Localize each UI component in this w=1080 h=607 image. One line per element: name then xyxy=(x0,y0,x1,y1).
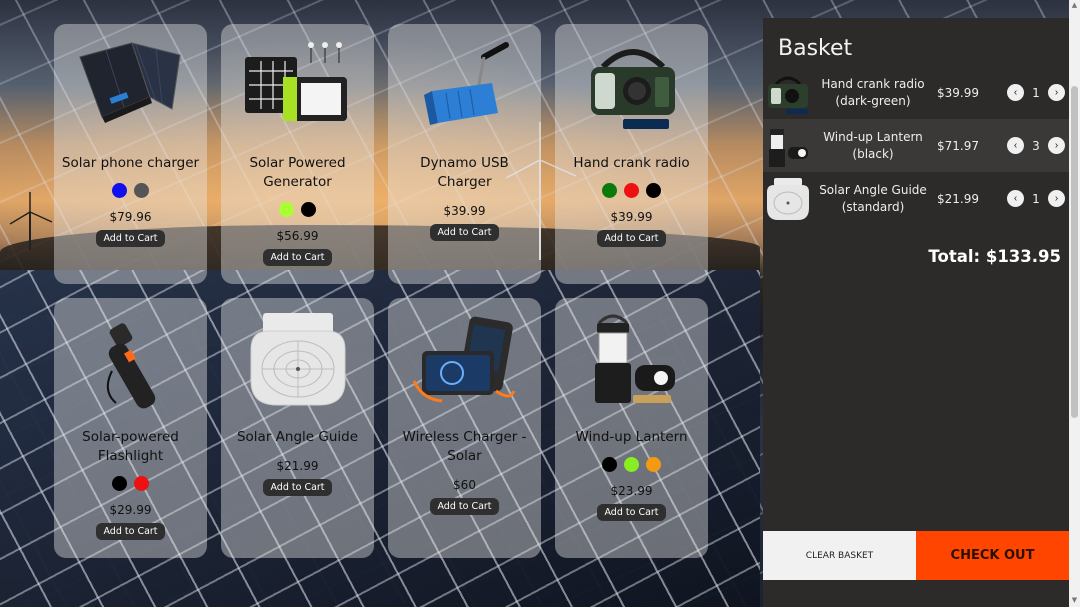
chevron-left-icon[interactable]: ‹ xyxy=(1007,84,1024,101)
product-name: Wind-up Lantern xyxy=(575,429,688,445)
product-name: Wireless Charger - Solar xyxy=(402,429,527,464)
lantern-icon xyxy=(572,306,692,416)
add-to-cart-button[interactable]: Add to Cart xyxy=(263,479,332,496)
color-swatch-green[interactable] xyxy=(624,457,639,472)
quantity-value: 3 xyxy=(1032,138,1040,153)
basket-item-price: $71.97 xyxy=(937,138,979,153)
color-swatch-green[interactable] xyxy=(279,202,294,217)
flashlight-icon xyxy=(71,306,191,416)
color-options xyxy=(112,476,149,491)
product-grid: Solar phone charger $79.96 Add to Cart xyxy=(54,24,708,558)
basket-item: Wind-up Lantern (black) $71.97 ‹ 3 › xyxy=(763,119,1069,172)
product-price: $79.96 xyxy=(109,210,152,224)
color-options xyxy=(602,457,661,472)
chevron-left-icon[interactable]: ‹ xyxy=(1007,190,1024,207)
color-swatch-black[interactable] xyxy=(646,183,661,198)
dynamo-charger-icon xyxy=(405,32,525,142)
chevron-right-icon[interactable]: › xyxy=(1048,137,1065,154)
basket-item: Hand crank radio (dark-green) $39.99 ‹ 1… xyxy=(763,66,1069,119)
add-to-cart-button[interactable]: Add to Cart xyxy=(597,504,666,521)
checkout-button[interactable]: CHECK OUT xyxy=(916,531,1069,580)
quantity-stepper: ‹ 1 › xyxy=(1007,190,1065,207)
chevron-right-icon[interactable]: › xyxy=(1048,190,1065,207)
color-swatch-orange[interactable] xyxy=(646,457,661,472)
color-options xyxy=(279,202,316,217)
generator-icon xyxy=(238,32,358,142)
chevron-right-icon[interactable]: › xyxy=(1048,84,1065,101)
product-price: $39.99 xyxy=(443,204,486,218)
add-to-cart-button[interactable]: Add to Cart xyxy=(597,230,666,247)
product-card: Solar phone charger $79.96 Add to Cart xyxy=(54,24,207,284)
basket-sidebar: Basket Hand crank radio (dark-green) $39… xyxy=(763,18,1069,607)
basket-item-price: $39.99 xyxy=(937,85,979,100)
quantity-value: 1 xyxy=(1032,85,1040,100)
scroll-down-icon[interactable]: ▼ xyxy=(1071,596,1078,604)
solar-panel-icon xyxy=(71,32,191,142)
product-price: $39.99 xyxy=(610,210,653,224)
radio-icon xyxy=(572,32,692,142)
scroll-up-icon[interactable]: ▲ xyxy=(1071,1,1078,9)
background-solar-panels xyxy=(0,270,760,607)
basket-title: Basket xyxy=(778,36,853,61)
color-swatch-black[interactable] xyxy=(602,457,617,472)
add-to-cart-button[interactable]: Add to Cart xyxy=(263,249,332,266)
product-card: Hand crank radio $39.99 Add to Cart xyxy=(555,24,708,284)
color-swatch-blue[interactable] xyxy=(112,183,127,198)
product-name: Solar phone charger xyxy=(61,155,200,171)
quantity-stepper: ‹ 1 › xyxy=(1007,84,1065,101)
product-name: Solar Angle Guide xyxy=(236,429,359,445)
add-to-cart-button[interactable]: Add to Cart xyxy=(96,230,165,247)
color-swatch-black[interactable] xyxy=(301,202,316,217)
color-swatch-red[interactable] xyxy=(624,183,639,198)
color-options xyxy=(602,183,661,198)
angle-guide-icon xyxy=(238,306,358,416)
basket-total: Total: $133.95 xyxy=(928,247,1061,266)
color-options xyxy=(112,183,149,198)
product-card: Dynamo USB Charger $39.99 Add to Cart xyxy=(388,24,541,284)
radio-icon xyxy=(763,68,813,118)
angle-guide-icon xyxy=(763,174,813,224)
basket-item-name: Wind-up Lantern (black) xyxy=(823,129,923,161)
color-swatch-dark-green[interactable] xyxy=(602,183,617,198)
color-swatch-gray[interactable] xyxy=(134,183,149,198)
product-card: Solar Angle Guide $21.99 Add to Cart xyxy=(221,298,374,558)
basket-item-price: $21.99 xyxy=(937,191,979,206)
product-name: Hand crank radio xyxy=(573,155,690,171)
quantity-stepper: ‹ 3 › xyxy=(1007,137,1065,154)
product-card: Wireless Charger - Solar $60 Add to Cart xyxy=(388,298,541,558)
product-price: $29.99 xyxy=(109,503,152,517)
product-price: $60 xyxy=(453,478,476,492)
quantity-value: 1 xyxy=(1032,191,1040,206)
clear-basket-button[interactable]: CLEAR BASKET xyxy=(763,531,916,580)
add-to-cart-button[interactable]: Add to Cart xyxy=(430,498,499,515)
lantern-icon xyxy=(763,121,813,171)
chevron-left-icon[interactable]: ‹ xyxy=(1007,137,1024,154)
wireless-charger-icon xyxy=(405,306,525,416)
basket-item-name: Hand crank radio (dark-green) xyxy=(821,76,925,108)
color-swatch-red[interactable] xyxy=(134,476,149,491)
scrollbar-thumb[interactable] xyxy=(1071,86,1078,418)
basket-item-name: Solar Angle Guide (standard) xyxy=(819,182,927,214)
add-to-cart-button[interactable]: Add to Cart xyxy=(430,224,499,241)
product-name: Solar Powered Generator xyxy=(249,155,346,190)
product-price: $21.99 xyxy=(276,459,319,473)
product-card: Solar Powered Generator $56.99 Add to Ca… xyxy=(221,24,374,284)
basket-item: Solar Angle Guide (standard) $21.99 ‹ 1 … xyxy=(763,172,1069,225)
product-price: $23.99 xyxy=(610,484,653,498)
product-name: Dynamo USB Charger xyxy=(420,155,509,190)
add-to-cart-button[interactable]: Add to Cart xyxy=(96,523,165,540)
product-card: Wind-up Lantern $23.99 Add to Cart xyxy=(555,298,708,558)
product-price: $56.99 xyxy=(276,229,319,243)
basket-items: Hand crank radio (dark-green) $39.99 ‹ 1… xyxy=(763,66,1069,225)
scrollbar[interactable]: ▲ ▼ xyxy=(1069,0,1080,607)
color-swatch-black[interactable] xyxy=(112,476,127,491)
product-name: Solar-powered Flashlight xyxy=(82,429,179,464)
product-card: Solar-powered Flashlight $29.99 Add to C… xyxy=(54,298,207,558)
